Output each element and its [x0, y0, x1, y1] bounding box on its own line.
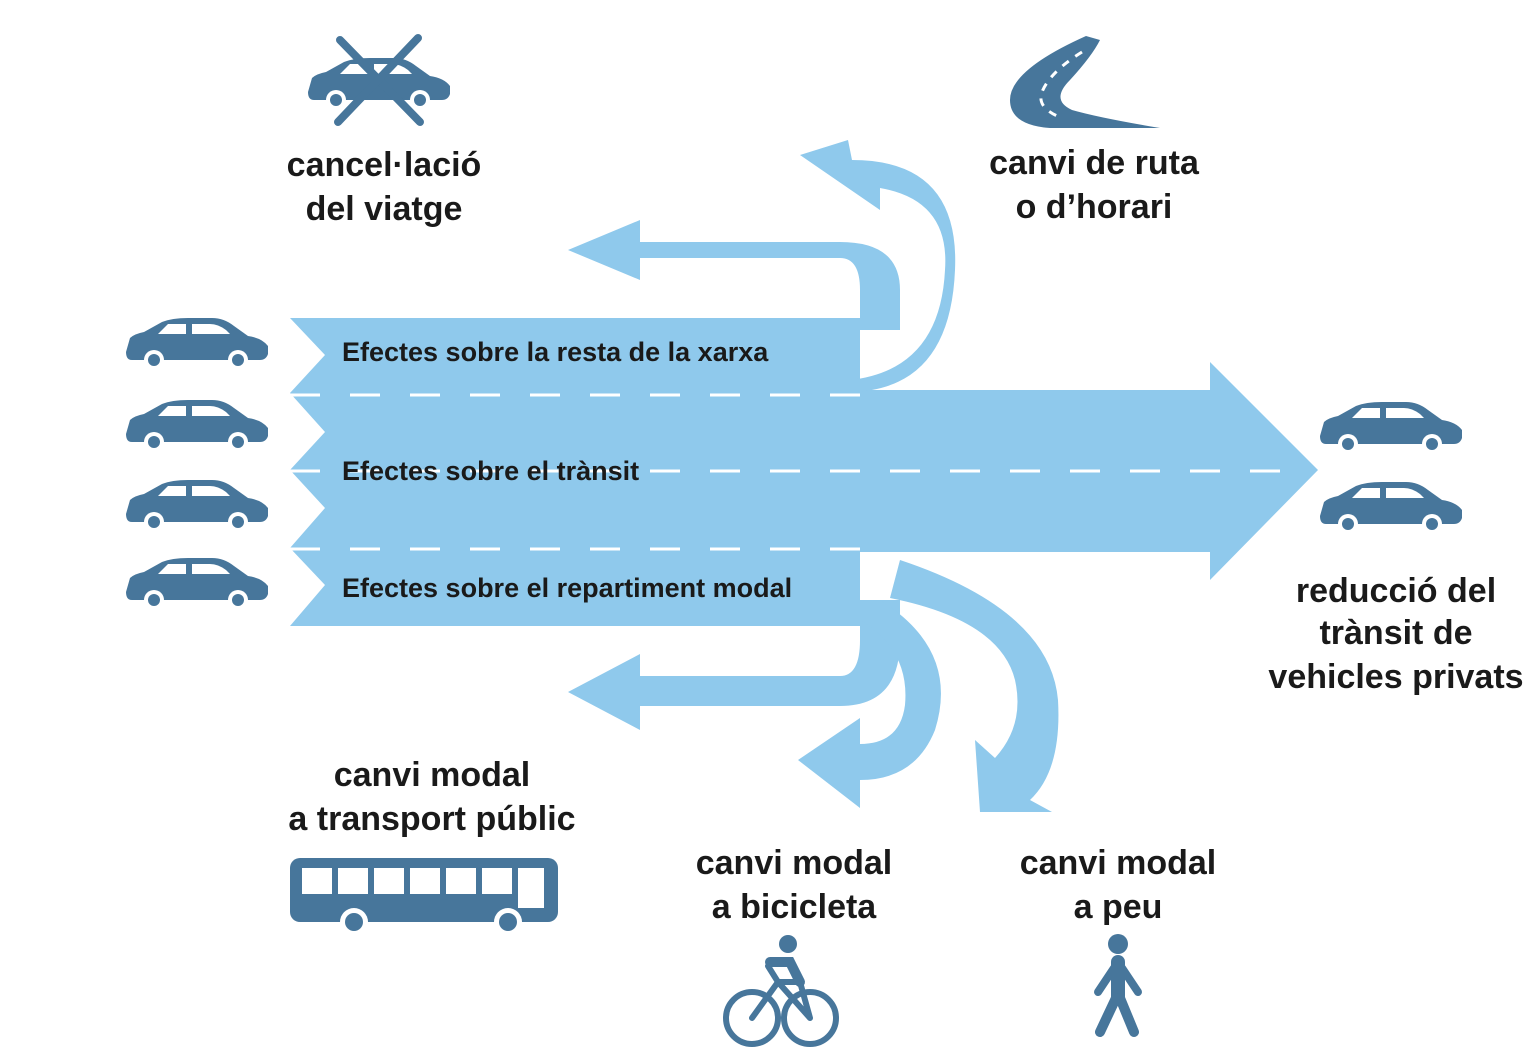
- car-icon: [126, 400, 268, 452]
- crossed-car-icon: [308, 34, 450, 126]
- incoming-cars: [126, 318, 268, 610]
- outcome-route-line1: canvi de ruta: [989, 144, 1200, 182]
- outcome-walk: canvi modal a peu: [1020, 844, 1217, 926]
- outcome-transit: canvi modal a transport públic: [288, 756, 575, 838]
- bus-icon: [290, 858, 558, 936]
- outcome-transit-line2: a transport públic: [288, 800, 575, 838]
- outcome-walk-line1: canvi modal: [1020, 844, 1217, 882]
- outcome-reduction-line2: trànsit de: [1319, 614, 1472, 652]
- outcome-cancel-line2: del viatge: [306, 190, 463, 228]
- outcome-transit-line1: canvi modal: [334, 756, 531, 794]
- outcome-route: canvi de ruta o d’horari: [989, 144, 1200, 226]
- car-icon: [126, 558, 268, 610]
- outcome-bike-line1: canvi modal: [696, 844, 893, 882]
- lane-dividers: [290, 393, 1300, 551]
- cyclist-icon: [723, 935, 839, 1047]
- outcome-route-line2: o d’horari: [1016, 188, 1173, 226]
- route-branch-arrow: [800, 140, 956, 392]
- car-icon: [126, 318, 268, 370]
- outcome-bike: canvi modal a bicicleta: [696, 844, 893, 926]
- walk-branch-arrow: [890, 560, 1059, 812]
- road-icon: [1010, 36, 1160, 128]
- car-icon: [126, 480, 268, 532]
- outcome-reduction-line3: vehicles privats: [1268, 658, 1523, 696]
- outcome-cancel-line1: cancel·lació: [287, 146, 482, 184]
- pedestrian-icon: [1094, 934, 1142, 1037]
- outcome-bike-line2: a bicicleta: [712, 888, 878, 926]
- lane-label-modal: Efectes sobre el repartiment modal: [342, 573, 792, 603]
- outcome-cancel: cancel·lació del viatge: [287, 146, 482, 228]
- car-icon: [1320, 482, 1462, 534]
- car-icon: [1320, 402, 1462, 454]
- remaining-cars: [1320, 402, 1462, 534]
- bike-branch-arrow: [798, 600, 941, 808]
- outcome-reduction-line1: reducció del: [1296, 572, 1496, 610]
- outcome-walk-line2: a peu: [1074, 888, 1163, 926]
- transit-branch-arrow: [568, 600, 900, 730]
- cancel-branch-arrow: [568, 220, 900, 330]
- lane-label-network: Efectes sobre la resta de la xarxa: [342, 337, 769, 367]
- outcome-reduction: reducció del trànsit de vehicles privats: [1268, 572, 1523, 696]
- lane-label-traffic: Efectes sobre el trànsit: [342, 456, 639, 486]
